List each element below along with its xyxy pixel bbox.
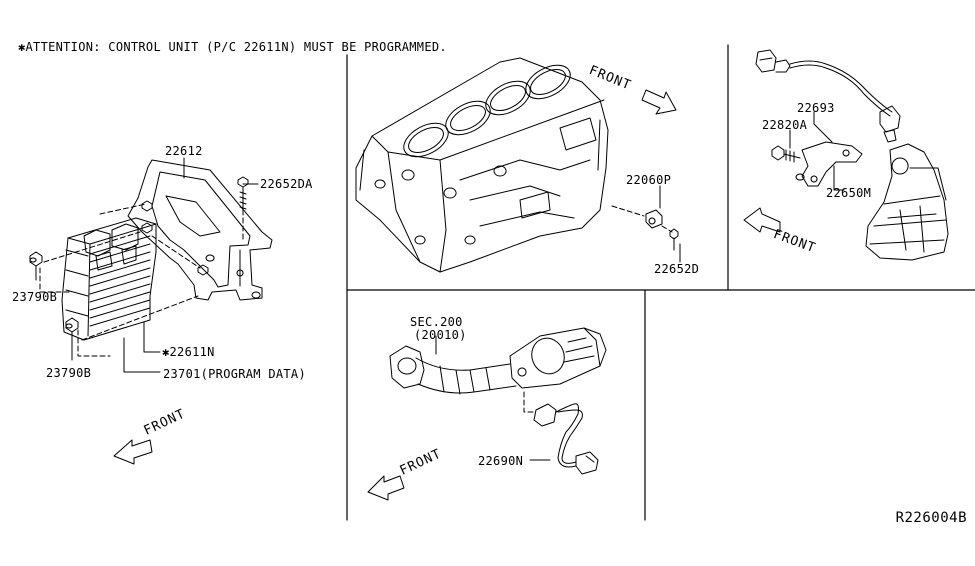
cylinder-bores xyxy=(403,64,571,158)
part-label-22690n: 22690N xyxy=(478,454,524,468)
part-label-sec200: SEC.200 xyxy=(410,315,463,329)
part-label-22652d: 22652D xyxy=(654,262,700,276)
ecm-bracket-drawing xyxy=(29,159,273,341)
ecm-leader-lines xyxy=(35,157,259,373)
panel-dividers xyxy=(346,44,975,521)
part-label-23701: 23701(PROGRAM DATA) xyxy=(163,367,306,381)
exhaust-dashed-leaders xyxy=(523,391,535,413)
part-label-22612: 22612 xyxy=(165,144,203,158)
part-label-22693: 22693 xyxy=(797,101,835,115)
ecm-dashed-leaders xyxy=(39,203,244,357)
front-arrow-bottom-middle xyxy=(367,475,405,501)
exhaust-leader-lines xyxy=(435,335,551,461)
part-label-23790b-top: 23790B xyxy=(12,290,58,304)
exhaust-tube-drawing xyxy=(389,327,607,475)
o2-sensor-manifold-drawing xyxy=(755,49,949,261)
part-label-sec200-code: (20010) xyxy=(414,328,467,342)
cylinder-block-drawing xyxy=(355,57,681,273)
part-label-22650m: 22650M xyxy=(826,186,872,200)
block-dashed-leaders xyxy=(611,205,673,233)
part-label-22652da: 22652DA xyxy=(260,177,313,191)
front-arrow-top-middle xyxy=(641,89,677,115)
front-arrow-left xyxy=(113,439,153,465)
part-label-22820a: 22820A xyxy=(762,118,808,132)
front-arrow-top-right xyxy=(743,207,781,233)
part-label-22060p: 22060P xyxy=(626,173,672,187)
diagram-code: R226004B xyxy=(895,510,967,526)
o2-leader-lines xyxy=(789,111,845,191)
part-label-23790b-bottom: 23790B xyxy=(46,366,92,380)
attention-note: ✱ATTENTION: CONTROL UNIT (P/C 22611N) MU… xyxy=(18,40,447,54)
part-label-22611n: ✱22611N xyxy=(162,345,215,359)
